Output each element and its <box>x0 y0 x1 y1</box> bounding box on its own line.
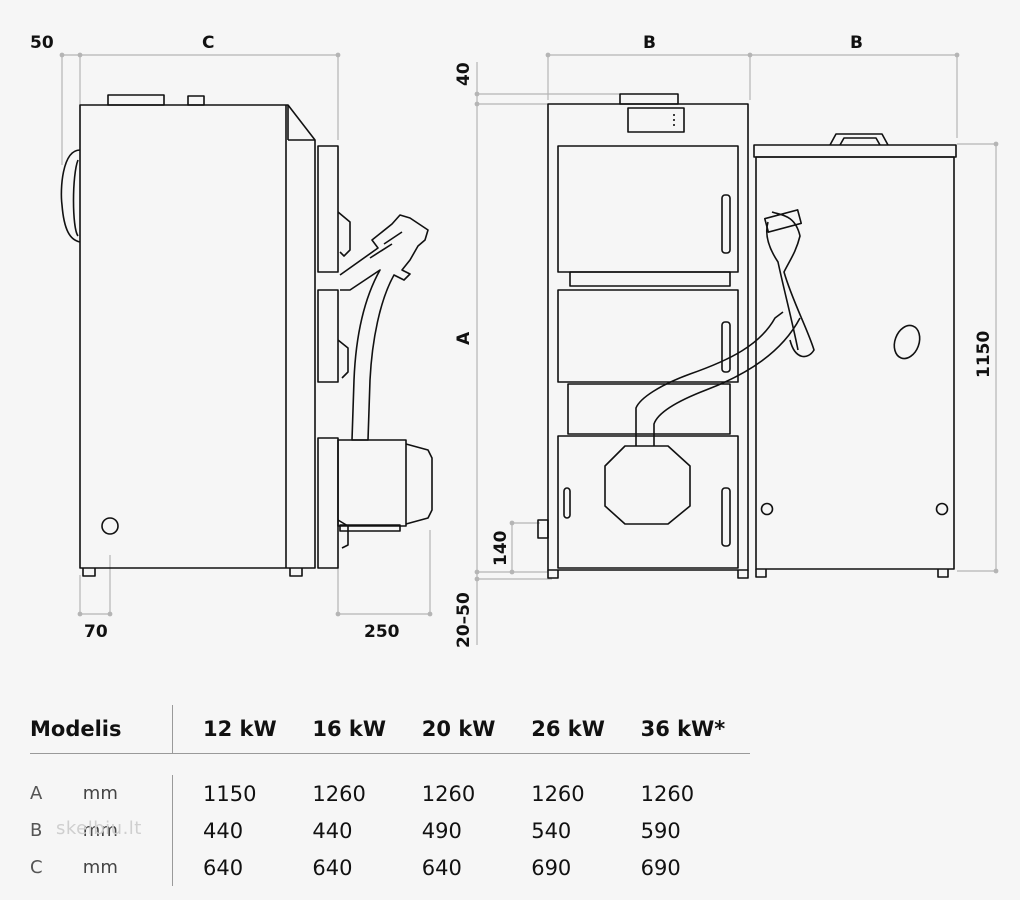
header-label: Modelis <box>30 717 122 741</box>
column-divider <box>172 849 173 886</box>
param-label: A <box>30 783 43 804</box>
dim-side-250: 250 <box>364 622 400 642</box>
column-divider <box>172 775 173 812</box>
dim-side-c: C <box>202 33 214 53</box>
column-divider <box>172 705 173 753</box>
dim-side-70: 70 <box>84 622 108 642</box>
watermark: skelbiu.lt <box>56 818 142 839</box>
dim-side-50: 50 <box>30 33 54 53</box>
cell-value: 640 <box>202 855 244 880</box>
cell-value: 640 <box>312 855 353 880</box>
param-label: C <box>30 857 43 878</box>
cell-value: 640 <box>421 855 462 880</box>
cell-value: 1150 <box>202 781 257 806</box>
dimension-dots <box>59 52 999 617</box>
model-36kw: 36 kW* <box>640 717 726 741</box>
dim-front-40: 40 <box>454 62 474 86</box>
model-26kw: 26 kW <box>531 717 605 741</box>
model-16kw: 16 kW <box>312 717 387 741</box>
cell-value: 1260 <box>640 781 695 806</box>
cell-value: 440 <box>202 818 244 843</box>
unit-label: mm <box>82 857 118 878</box>
cell-value: 440 <box>312 818 353 843</box>
dim-rear-1150: 1150 <box>974 331 994 378</box>
column-divider <box>172 812 173 849</box>
cell-value: 690 <box>640 855 681 880</box>
dimension-lines <box>61 54 998 645</box>
side-view <box>60 94 433 577</box>
cell-value: 1260 <box>531 781 585 806</box>
cell-value: 490 <box>421 818 462 843</box>
cell-value: 1260 <box>421 781 476 806</box>
cell-value: 1260 <box>312 781 366 806</box>
dim-rear-b: B <box>850 33 863 53</box>
cell-value: 590 <box>640 818 681 843</box>
rear-view <box>753 133 957 578</box>
dim-front-b: B <box>643 33 656 53</box>
unit-label: mm <box>82 783 118 804</box>
spec-table-body: A mm 1150 1260 1260 1260 1260 B mm 440 4… <box>30 754 750 886</box>
model-20kw: 20 kW <box>421 717 496 741</box>
param-label: B <box>30 820 43 841</box>
unit-label: mm <box>82 820 118 841</box>
table-row: B mm 440 440 490 540 590 <box>30 812 750 849</box>
spec-table: Modelis 12 kW 16 kW 20 kW 26 kW 36 kW* A… <box>30 705 750 886</box>
dim-front-140: 140 <box>491 530 511 566</box>
spec-table-header: Modelis 12 kW 16 kW 20 kW 26 kW 36 kW* <box>30 705 750 754</box>
model-12kw: 12 kW <box>202 717 277 741</box>
cell-value: 540 <box>531 818 572 843</box>
table-row: C mm 640 640 640 690 690 <box>30 849 750 886</box>
dim-front-20-50: 20–50 <box>454 592 474 648</box>
front-view <box>537 93 801 579</box>
table-row: A mm 1150 1260 1260 1260 1260 <box>30 775 750 812</box>
boiler-technical-drawing: 50 C 70 250 B B 40 A 140 20–50 1150 <box>30 33 999 648</box>
dim-front-a: A <box>454 331 474 345</box>
cell-value: 690 <box>531 855 572 880</box>
